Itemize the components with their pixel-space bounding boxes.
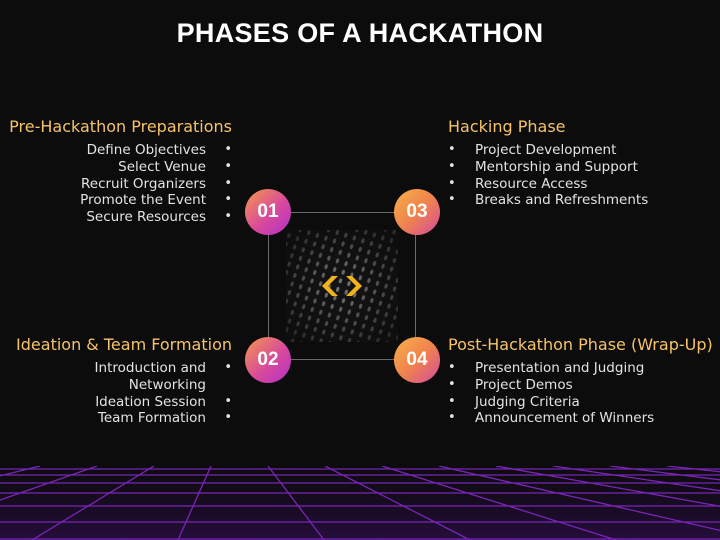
list-item-text: Recruit Organizers	[80, 175, 206, 192]
phase-01-list: Define Objectives • Select Venue • Recruit…	[80, 142, 232, 226]
list-item: • Project Development	[448, 142, 648, 159]
list-item: Promote the Event •	[80, 192, 232, 209]
list-item: • Judging Criteria	[448, 394, 654, 411]
center-artwork	[286, 230, 398, 342]
list-item: • Breaks and Refreshments	[448, 192, 648, 209]
bullet-icon: •	[224, 360, 232, 375]
phase-04-badge: 04	[394, 337, 440, 383]
list-item-text: Mentorship and Support	[475, 158, 638, 175]
phase-02-badge: 02	[245, 337, 291, 383]
phase-02-heading: Ideation & Team Formation	[16, 335, 232, 354]
phase-03-list: • Project Development • Mentorship and Sup…	[448, 142, 648, 209]
list-item: Define Objectives •	[80, 142, 232, 159]
bullet-icon: •	[448, 360, 456, 375]
bullet-icon: •	[448, 158, 456, 174]
list-item: Ideation Session •	[82, 394, 232, 411]
list-item-text: Announcement of Winners	[475, 410, 655, 427]
list-item: • Announcement of Winners	[448, 410, 654, 427]
bullet-icon: •	[224, 410, 232, 426]
list-item-text: Select Venue	[118, 158, 206, 175]
bullet-icon: •	[224, 142, 232, 157]
phase-02-list: Introduction and Networking • Ideation Se…	[82, 360, 232, 427]
bullet-icon: •	[448, 393, 456, 409]
list-item-text: Resource Access	[475, 175, 588, 192]
list-item-text: Promote the Event	[80, 192, 206, 209]
list-item-text: Team Formation	[97, 410, 206, 427]
list-item-text: Define Objectives	[86, 142, 206, 158]
list-item: • Mentorship and Support	[448, 159, 648, 176]
list-item: Team Formation •	[82, 410, 232, 427]
list-item-text: Introduction and Networking	[94, 360, 206, 393]
list-item-text: Project Demos	[475, 376, 573, 393]
list-item-text: Judging Criteria	[475, 393, 580, 410]
center-frame	[268, 212, 416, 360]
list-item: Select Venue •	[80, 159, 232, 176]
bullet-icon: •	[448, 192, 456, 208]
list-item-text: Presentation and Judging	[475, 360, 645, 376]
code-brackets-icon	[322, 276, 362, 296]
list-item: • Resource Access	[448, 176, 648, 193]
bullet-icon: •	[448, 410, 456, 426]
list-item: Recruit Organizers •	[80, 176, 232, 193]
bullet-icon: •	[448, 175, 456, 191]
list-item-text: Project Development	[475, 142, 617, 158]
bullet-icon: •	[224, 209, 232, 225]
list-item: • Project Demos	[448, 377, 654, 394]
bullet-icon: •	[224, 175, 232, 191]
phase-04-list: • Presentation and Judging • Project Demos…	[448, 360, 654, 427]
bullet-icon: •	[448, 142, 456, 157]
phase-01-badge: 01	[245, 189, 291, 235]
neon-grid-floor	[0, 466, 720, 540]
bullet-icon: •	[224, 192, 232, 208]
bullet-icon: •	[448, 376, 456, 392]
list-item-text: Secure Resources	[86, 209, 206, 226]
list-item-text: Breaks and Refreshments	[475, 192, 649, 209]
list-item: Introduction and Networking •	[82, 360, 232, 394]
list-item: • Presentation and Judging	[448, 360, 654, 377]
bullet-icon: •	[224, 158, 232, 174]
slide-title: PHASES OF A HACKATHON	[176, 18, 544, 48]
list-item-text: Ideation Session	[95, 393, 206, 410]
list-item: Secure Resources •	[80, 209, 232, 226]
phase-03-heading: Hacking Phase	[448, 117, 566, 136]
bullet-icon: •	[224, 393, 232, 409]
phase-04-heading: Post-Hackathon Phase (Wrap-Up)	[448, 335, 713, 354]
phase-01-heading: Pre-Hackathon Preparations	[9, 117, 232, 136]
phase-03-badge: 03	[394, 189, 440, 235]
